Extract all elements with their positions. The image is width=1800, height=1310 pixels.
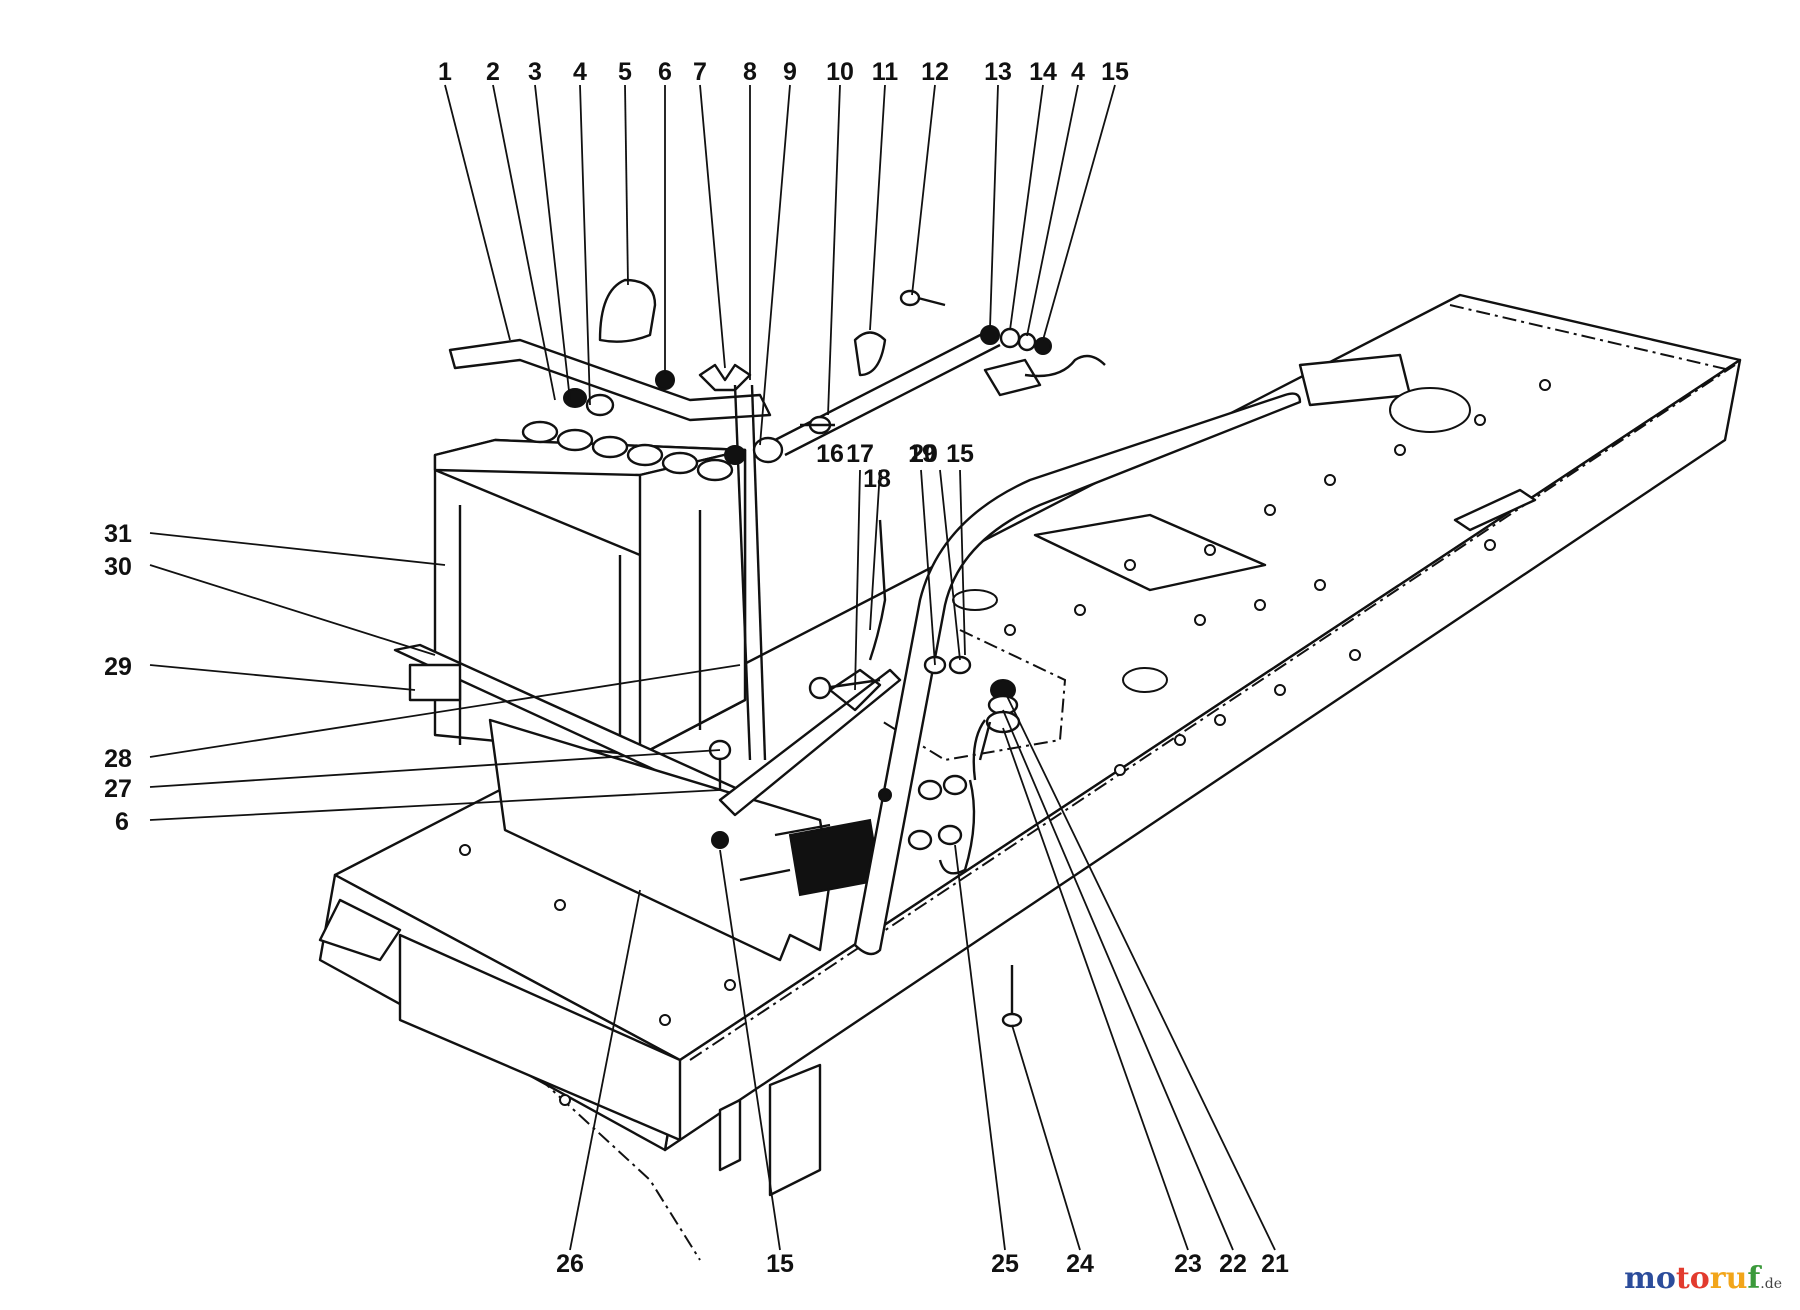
watermark-part: mo <box>1624 1261 1676 1296</box>
callout-label: 9 <box>783 58 797 86</box>
callout-label: 28 <box>104 745 132 773</box>
watermark-part: to <box>1675 1261 1710 1296</box>
callout-label: 8 <box>743 58 757 86</box>
watermark-suffix: .de <box>1760 1276 1782 1292</box>
callout-label: 17 <box>846 440 874 468</box>
seat-spring-bar <box>853 392 1302 956</box>
callout-label: 27 <box>104 775 132 803</box>
callout-label: 10 <box>826 58 854 86</box>
callout-label: 6 <box>658 58 672 86</box>
callout-label: 16 <box>816 440 844 468</box>
callout-label: 11 <box>872 58 899 86</box>
watermark-part: ru <box>1709 1261 1748 1296</box>
callout-label: 4 <box>573 58 587 86</box>
callout-label: 1 <box>438 58 452 86</box>
callout-label: 5 <box>618 58 632 86</box>
leader-lines <box>149 84 1276 1251</box>
callout-label: 15 <box>766 1250 794 1278</box>
callout-label: 12 <box>921 58 949 86</box>
callout-label: 31 <box>104 520 132 548</box>
callouts-left: 31 30 29 28 27 6 <box>104 520 132 836</box>
callout-label: 14 <box>1029 58 1057 86</box>
battery-tray <box>393 643 902 962</box>
callout-label: 23 <box>1174 1250 1202 1278</box>
watermark-part: f <box>1747 1261 1761 1296</box>
callout-label: 18 <box>863 465 891 493</box>
callouts-middle: 16 17 18 19 20 15 <box>816 440 974 493</box>
callout-label: 7 <box>693 58 707 86</box>
callouts-bottom: 26 15 25 24 23 22 21 <box>556 1250 1289 1278</box>
callout-label: 15 <box>946 440 974 468</box>
callout-label: 6 <box>115 808 129 836</box>
callout-label: 24 <box>1066 1250 1094 1278</box>
callout-label: 22 <box>1219 1250 1247 1278</box>
callout-label: 19 <box>908 440 936 468</box>
callout-label: 29 <box>104 653 132 681</box>
callouts-top: 1 2 3 4 5 6 7 8 9 10 11 12 13 14 4 15 <box>438 58 1129 86</box>
callout-label: 30 <box>104 553 132 581</box>
callout-label: 13 <box>984 58 1012 86</box>
callout-label: 21 <box>1261 1250 1289 1278</box>
callout-label: 2 <box>486 58 500 86</box>
callout-label: 4 <box>1071 58 1085 86</box>
callout-label: 26 <box>556 1250 584 1278</box>
callout-label: 25 <box>991 1250 1019 1278</box>
watermark-logo: motoruf.de <box>1624 1261 1782 1296</box>
callout-label: 3 <box>528 58 542 86</box>
callout-label: 20 <box>910 440 938 468</box>
callout-label: 15 <box>1101 58 1129 86</box>
